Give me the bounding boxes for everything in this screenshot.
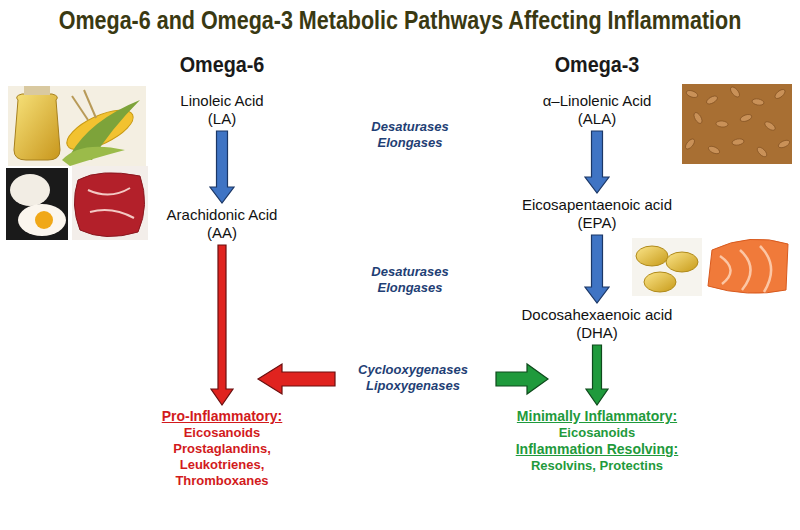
effect-list: Eicosanoids Prostaglandins, Leukotrienes…: [166, 425, 278, 489]
flow-arrow: [211, 245, 233, 405]
fatty-acid-node: α–Linolenic Acid (ALA): [527, 92, 667, 128]
arrow-shape: [586, 345, 608, 405]
oil-corn-photo: [8, 86, 146, 166]
effect-heading: Inflammation Resolving:: [487, 441, 707, 458]
node-label: Eicosapentaenoic acid (EPA): [507, 196, 687, 232]
fatty-acid-node: Linoleic Acid (LA): [170, 92, 274, 128]
flow-arrow: [586, 345, 608, 405]
effect-heading: Pro-Inflammatory:: [142, 408, 302, 425]
node-label: Linoleic Acid (LA): [170, 92, 274, 128]
enzyme-label: Desaturases Elongases: [360, 119, 460, 151]
flow-arrow: [585, 131, 609, 193]
arrow-shape: [585, 235, 609, 303]
fatty-acid-node: Eicosapentaenoic acid (EPA): [507, 196, 687, 232]
outcome-node: Pro-Inflammatory:Eicosanoids Prostagland…: [142, 408, 302, 489]
node-label: Docosahexaenoic acid (DHA): [507, 306, 687, 342]
node-label: Arachidonic Acid (AA): [152, 206, 292, 242]
flow-arrow: [210, 131, 234, 203]
flaxseed-photo: [682, 84, 792, 164]
arrow-shape: [210, 131, 234, 203]
arrow-shape: [585, 131, 609, 193]
enzyme-label: Desaturases Elongases: [360, 264, 460, 296]
fatty-acid-node: Arachidonic Acid (AA): [152, 206, 292, 242]
column-heading: Omega-3: [534, 52, 660, 78]
green-direction-arrow: [496, 364, 548, 394]
node-label: α–Linolenic Acid (ALA): [527, 92, 667, 128]
effect-heading: Minimally Inflammatory:: [487, 408, 707, 425]
egg-photo: [6, 168, 68, 240]
capsule-photo: [632, 238, 702, 296]
meat-photo: [72, 166, 148, 240]
flow-arrow: [585, 235, 609, 303]
enzyme-label: Cyclooxygenases Lipoxygenases: [352, 362, 474, 394]
red-direction-arrow: [258, 364, 335, 394]
arrow-shape: [211, 245, 233, 405]
column-heading: Omega-6: [159, 52, 285, 78]
effect-list: Resolvins, Protectins: [487, 458, 707, 474]
outcome-node: Minimally Inflammatory:EicosanoidsInflam…: [487, 408, 707, 474]
salmon-photo: [704, 232, 792, 296]
effect-list: Eicosanoids: [487, 425, 707, 441]
fatty-acid-node: Docosahexaenoic acid (DHA): [507, 306, 687, 342]
diagram-title: Omega-6 and Omega-3 Metabolic Pathways A…: [56, 6, 744, 35]
